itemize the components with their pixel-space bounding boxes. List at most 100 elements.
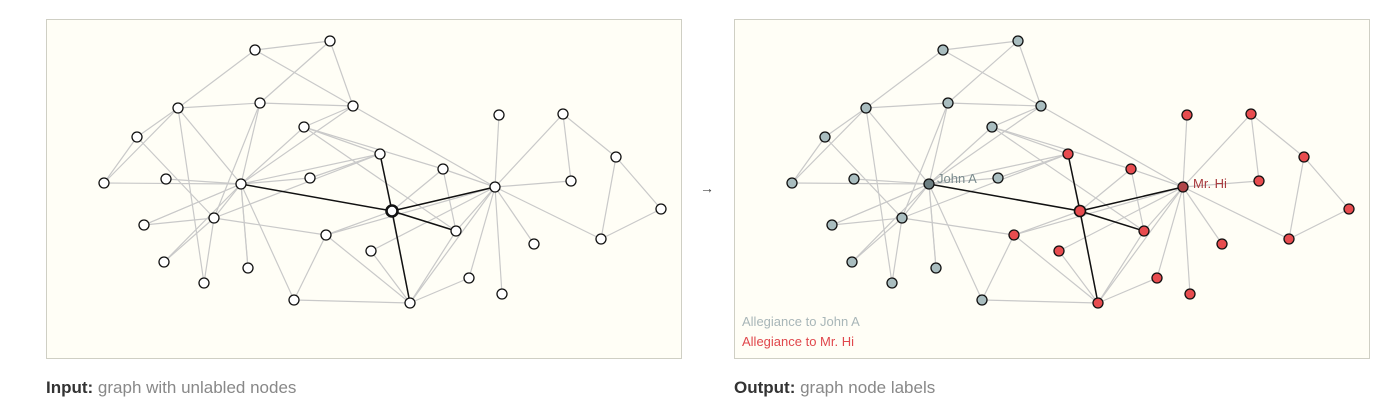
graph-edge bbox=[213, 183, 242, 219]
graph-node bbox=[1253, 175, 1265, 187]
graph-node bbox=[860, 102, 872, 114]
graph-edge bbox=[600, 208, 662, 240]
input-caption-bold: Input: bbox=[46, 378, 94, 397]
graph-edge bbox=[997, 153, 1069, 179]
graph-edge bbox=[1303, 156, 1350, 210]
graph-node bbox=[437, 163, 449, 175]
graph-edge bbox=[865, 107, 930, 185]
graph-edge bbox=[293, 299, 411, 304]
graph-edge bbox=[1250, 113, 1260, 182]
graph-edge bbox=[303, 126, 457, 232]
graph-edge bbox=[1058, 250, 1099, 304]
graph-node bbox=[1035, 100, 1047, 112]
graph-edge bbox=[370, 250, 411, 304]
graph-edge bbox=[309, 153, 381, 179]
graph-node bbox=[1125, 163, 1137, 175]
highlighted-edge bbox=[1067, 153, 1081, 212]
graph-edge bbox=[254, 49, 354, 107]
node-john-a bbox=[923, 178, 935, 190]
graph-edge bbox=[442, 168, 496, 188]
graph-edge bbox=[240, 183, 295, 301]
graph-edge bbox=[901, 153, 1069, 219]
graph-edge bbox=[991, 126, 1069, 155]
graph-edge bbox=[991, 126, 1132, 170]
graph-edge bbox=[103, 136, 138, 184]
graph-edge bbox=[213, 153, 381, 219]
graph-edge bbox=[981, 299, 1099, 304]
output-caption: Output: graph node labels bbox=[734, 378, 935, 398]
graph-edge bbox=[391, 168, 444, 212]
graph-node bbox=[1245, 108, 1257, 120]
graph-edge bbox=[1182, 114, 1188, 188]
graph-edge bbox=[494, 186, 602, 240]
graph-edge bbox=[991, 126, 1145, 232]
graph-edge bbox=[1182, 186, 1191, 295]
graph-edge bbox=[103, 182, 242, 185]
graph-edge bbox=[851, 217, 903, 263]
graph-edge bbox=[494, 186, 535, 245]
graph-edge bbox=[928, 126, 993, 185]
input-graph-panel bbox=[46, 19, 682, 359]
graph-node bbox=[365, 245, 377, 257]
graph-edge bbox=[901, 102, 949, 219]
graph-edge bbox=[494, 113, 564, 188]
graph-edge bbox=[103, 107, 179, 184]
graph-edge bbox=[928, 153, 1069, 185]
input-caption: Input: graph with unlabled nodes bbox=[46, 378, 296, 398]
graph-node bbox=[942, 97, 954, 109]
graph-node bbox=[288, 294, 300, 306]
output-caption-bold: Output: bbox=[734, 378, 796, 397]
graph-edge bbox=[1097, 277, 1158, 304]
graph-edge bbox=[942, 40, 1019, 51]
graph-edge bbox=[1013, 234, 1099, 304]
graph-node bbox=[1216, 238, 1228, 250]
graph-node bbox=[160, 173, 172, 185]
graph-node bbox=[886, 277, 898, 289]
graph-edge bbox=[370, 186, 496, 252]
graph-edge bbox=[1143, 186, 1184, 232]
graph-edge bbox=[240, 153, 381, 185]
legend-john: Allegiance to John A bbox=[742, 314, 860, 329]
label-john-a: John A bbox=[937, 171, 977, 186]
graph-node bbox=[930, 262, 942, 274]
graph-node bbox=[1181, 109, 1193, 121]
graph-node bbox=[557, 108, 569, 120]
graph-edge bbox=[254, 40, 331, 51]
graph-edge bbox=[1182, 180, 1260, 188]
graph-node bbox=[655, 203, 667, 215]
graph-edge bbox=[409, 230, 457, 304]
graph-edge bbox=[177, 102, 261, 109]
graph-edge bbox=[352, 105, 496, 188]
graph-node bbox=[493, 109, 505, 121]
graph-edge bbox=[240, 105, 354, 185]
graph-edge bbox=[203, 217, 215, 284]
graph-edge bbox=[928, 105, 1042, 185]
graph-edge bbox=[240, 102, 261, 185]
graph-node bbox=[819, 131, 831, 143]
graph-node bbox=[131, 131, 143, 143]
graph-edge bbox=[303, 105, 354, 128]
node-mr-hi bbox=[489, 181, 501, 193]
legend-mrhi: Allegiance to Mr. Hi bbox=[742, 334, 854, 349]
graph-node bbox=[896, 212, 908, 224]
node-john-a bbox=[235, 178, 247, 190]
graph-edge bbox=[240, 177, 311, 185]
graph-edge bbox=[143, 183, 242, 226]
graph-node bbox=[1138, 225, 1150, 237]
graph-edge bbox=[455, 186, 496, 232]
graph-node bbox=[1053, 245, 1065, 257]
graph-node bbox=[992, 172, 1004, 184]
graph-edge bbox=[494, 186, 503, 295]
graph-node bbox=[848, 173, 860, 185]
graph-edge bbox=[947, 40, 1019, 104]
graph-edge bbox=[293, 234, 327, 301]
graph-edge bbox=[865, 49, 944, 109]
graph-edge bbox=[468, 186, 496, 279]
graph-edge bbox=[1013, 210, 1081, 236]
highlighted-edges bbox=[240, 153, 496, 304]
graph-node bbox=[374, 148, 386, 160]
graph-edge bbox=[981, 234, 1015, 301]
graph-edge bbox=[1079, 168, 1132, 212]
output-caption-text: graph node labels bbox=[795, 378, 936, 397]
